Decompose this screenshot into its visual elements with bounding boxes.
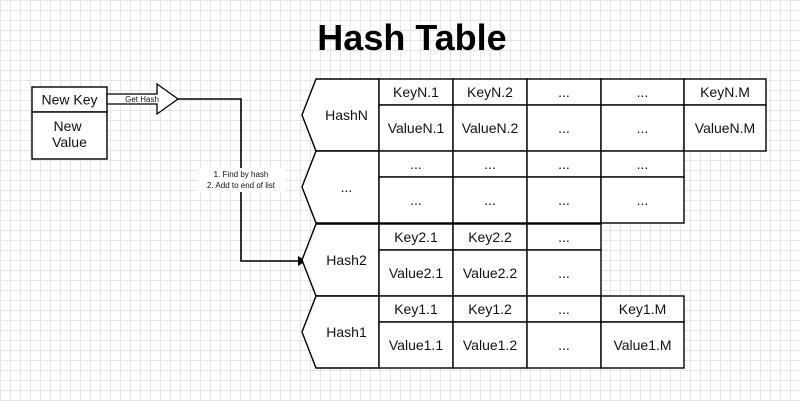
bucket-header [301, 295, 380, 369]
entry-value: ... [558, 265, 570, 281]
value-cell [526, 104, 602, 152]
entry-key: Key1.1 [394, 301, 438, 317]
new-key-label: New Key [41, 92, 97, 108]
new-entry-box: New Key New Value [31, 86, 108, 160]
value-cell [526, 249, 602, 297]
get-hash-label: Get Hash [125, 95, 159, 104]
page-title: Hash Table [317, 17, 506, 58]
value-cell [526, 176, 602, 224]
entry-value: ValueN.1 [388, 120, 445, 136]
value-cell [526, 321, 602, 369]
entry-value: ... [558, 120, 570, 136]
value-cell [452, 249, 528, 297]
entry-value: ... [484, 192, 496, 208]
new-value-label: New Value [52, 118, 87, 150]
entry-value: ... [410, 192, 422, 208]
entry-value: Value1.1 [389, 337, 443, 353]
value-cell [378, 321, 454, 369]
key-cell [600, 150, 685, 178]
entry-key: Key1.M [619, 301, 666, 317]
entry-value: ... [558, 192, 570, 208]
step-2-label: 2. Add to end of list [207, 181, 276, 190]
entry-key: Key2.2 [468, 229, 512, 245]
key-cell [378, 150, 454, 178]
entry-key: ... [637, 84, 649, 100]
entry-value: Value2.2 [463, 265, 517, 281]
entry-key: Key1.2 [468, 301, 512, 317]
key-cell [526, 78, 602, 106]
entry-key: ... [558, 301, 570, 317]
key-cell [526, 150, 602, 178]
step-1-label: 1. Find by hash [214, 170, 269, 179]
entry-key: ... [484, 156, 496, 172]
bucket-row: ........................... [301, 150, 685, 224]
value-cell [378, 176, 454, 224]
entry-value: ValueN.2 [462, 120, 519, 136]
value-cell [600, 321, 685, 369]
value-cell [452, 176, 528, 224]
get-hash-arrow: Get Hash [106, 82, 180, 116]
entry-key: KeyN.1 [393, 84, 439, 100]
entry-value: Value2.1 [389, 265, 443, 281]
bucket-label: Hash2 [326, 252, 367, 268]
entry-key: KeyN.M [700, 84, 750, 100]
entry-key: KeyN.2 [467, 84, 513, 100]
entry-key: ... [558, 229, 570, 245]
bucket-label: HashN [325, 107, 368, 123]
steps-annotation: 1. Find by hash 2. Add to end of list [197, 168, 285, 192]
value-cell [600, 176, 685, 224]
entry-value: ... [637, 192, 649, 208]
key-cell [452, 223, 528, 251]
entry-key: Key2.1 [394, 229, 438, 245]
value-cell [452, 321, 528, 369]
value-cell [683, 104, 767, 152]
entry-value: ValueN.M [695, 120, 755, 136]
key-cell [600, 78, 685, 106]
entry-key: ... [637, 156, 649, 172]
bucket-header [301, 150, 380, 224]
entry-key: ... [558, 84, 570, 100]
key-cell [378, 223, 454, 251]
bucket-label: ... [341, 179, 353, 195]
key-cell [526, 295, 602, 323]
bucket-label: Hash1 [326, 324, 367, 340]
entry-value: ... [558, 337, 570, 353]
entry-key: ... [410, 156, 422, 172]
entry-value: Value1.M [613, 337, 671, 353]
entry-value: Value1.2 [463, 337, 517, 353]
key-cell [600, 295, 685, 323]
entry-value: ... [637, 120, 649, 136]
key-cell [683, 78, 767, 106]
entry-key: ... [558, 156, 570, 172]
